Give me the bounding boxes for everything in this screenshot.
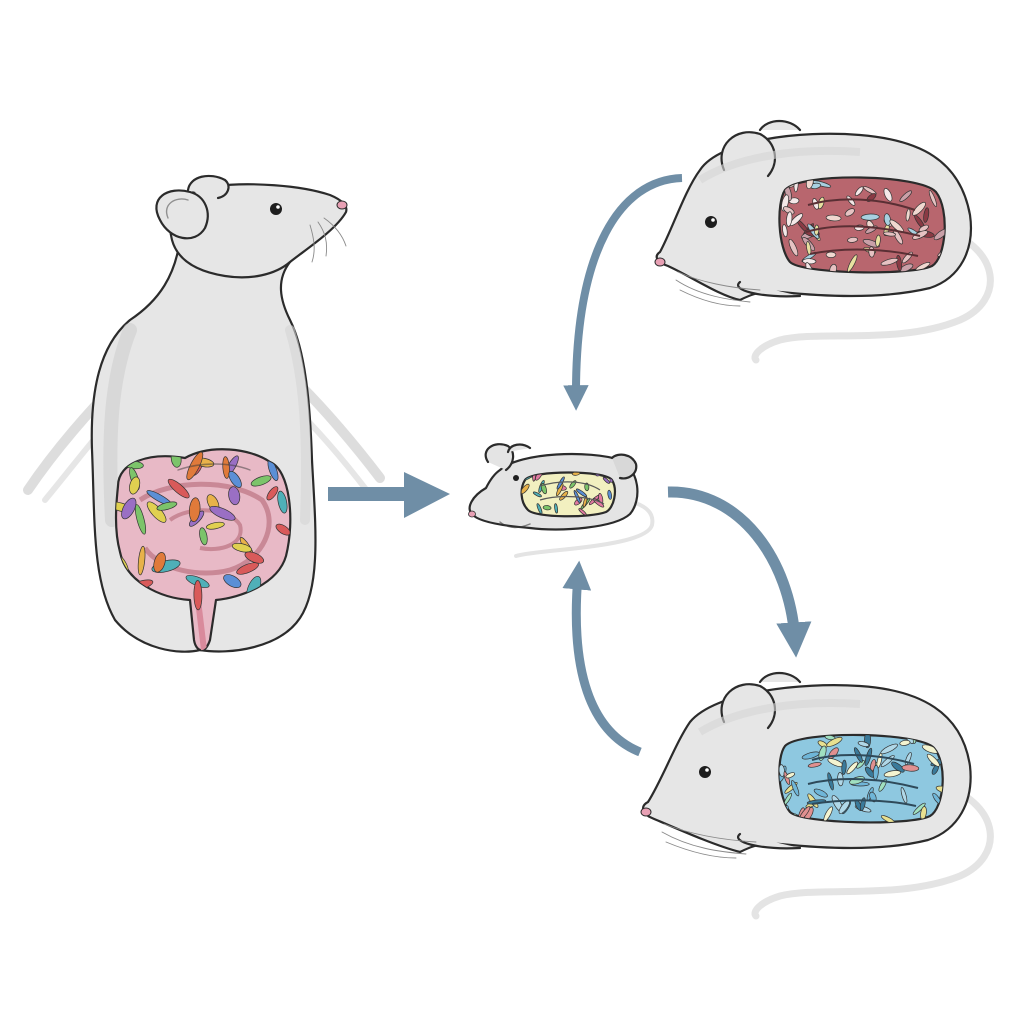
bacterium (880, 257, 899, 266)
bacterium (883, 770, 902, 778)
bacterium (782, 224, 788, 238)
bacterium (199, 527, 208, 546)
bacterium (928, 190, 937, 207)
bacterium (880, 743, 899, 755)
bacterium (156, 501, 178, 511)
bacterium (807, 762, 822, 768)
bacterium (933, 228, 945, 241)
bacterium (153, 552, 166, 573)
bacterium (899, 190, 912, 202)
bacterium (786, 211, 793, 227)
bacterium (813, 788, 828, 798)
cycle-arrow (667, 486, 812, 658)
bacterium (901, 764, 920, 772)
bacterium (912, 201, 926, 216)
bacterium (826, 736, 843, 747)
red-gut-microbiota (778, 176, 946, 274)
bacterium (860, 213, 880, 221)
bacterium (559, 491, 569, 501)
bacterium (236, 562, 259, 575)
bacterium (228, 470, 242, 488)
cycle-arrow (563, 174, 683, 411)
bacterium (883, 188, 893, 202)
bacterium (209, 505, 236, 521)
bacterium (571, 472, 581, 476)
bacterium (785, 772, 796, 779)
bacterium (188, 497, 201, 523)
bacterium (856, 760, 865, 769)
bacterium (277, 490, 288, 514)
bacterium (167, 478, 190, 499)
bacterium (875, 234, 881, 247)
bacterium (540, 483, 547, 495)
bacterium (862, 186, 877, 195)
bacterium (779, 764, 785, 777)
bacterium (847, 236, 859, 243)
bacterium (926, 753, 940, 767)
bacterium (857, 741, 870, 747)
bacterium (554, 503, 558, 514)
bacterium (844, 208, 855, 217)
bacterium (231, 542, 252, 553)
bacterium (912, 802, 926, 815)
bacterium (846, 761, 859, 775)
bacterium (228, 486, 241, 506)
cycle-arrow (562, 560, 642, 757)
bacterium (891, 761, 905, 773)
bacterium (825, 214, 842, 222)
bacterium (578, 508, 587, 516)
bacterium (582, 496, 588, 508)
diverse-gut-microbiota (114, 448, 292, 652)
bacterium (575, 488, 588, 498)
small-mouse-gut (520, 471, 616, 518)
bacterium (883, 213, 891, 226)
bacterium (266, 486, 279, 501)
bacterium (121, 497, 137, 520)
bacterium (880, 815, 896, 823)
bacterium (223, 574, 242, 588)
bacterium (532, 491, 542, 498)
bacterium (868, 246, 875, 258)
bacterium (536, 503, 543, 515)
bacterium (222, 456, 230, 479)
bacterium (862, 239, 880, 248)
bacterium (607, 489, 613, 500)
transfer-arrow (328, 472, 450, 518)
bacterium (205, 521, 225, 530)
bacterium (791, 780, 800, 797)
bacterium (193, 580, 203, 611)
bacterium (883, 231, 897, 237)
bacterium (899, 739, 911, 746)
bacterium (602, 477, 610, 484)
bacterium (869, 791, 877, 803)
bacterium (935, 785, 943, 795)
bacterium (825, 251, 837, 258)
bacterium (137, 545, 146, 576)
bacterium (244, 551, 265, 564)
bacterium (134, 504, 147, 535)
bacterium (542, 505, 552, 511)
bacterium (847, 254, 858, 273)
bacterium (521, 483, 530, 495)
bacterium (788, 238, 799, 257)
bacterium (841, 759, 847, 775)
bacterium (250, 475, 272, 487)
bacterium (827, 772, 834, 791)
bacterium (854, 186, 864, 196)
bacterium (129, 476, 141, 495)
blue-gut-microbiota (778, 733, 944, 824)
bacterium (923, 207, 930, 223)
